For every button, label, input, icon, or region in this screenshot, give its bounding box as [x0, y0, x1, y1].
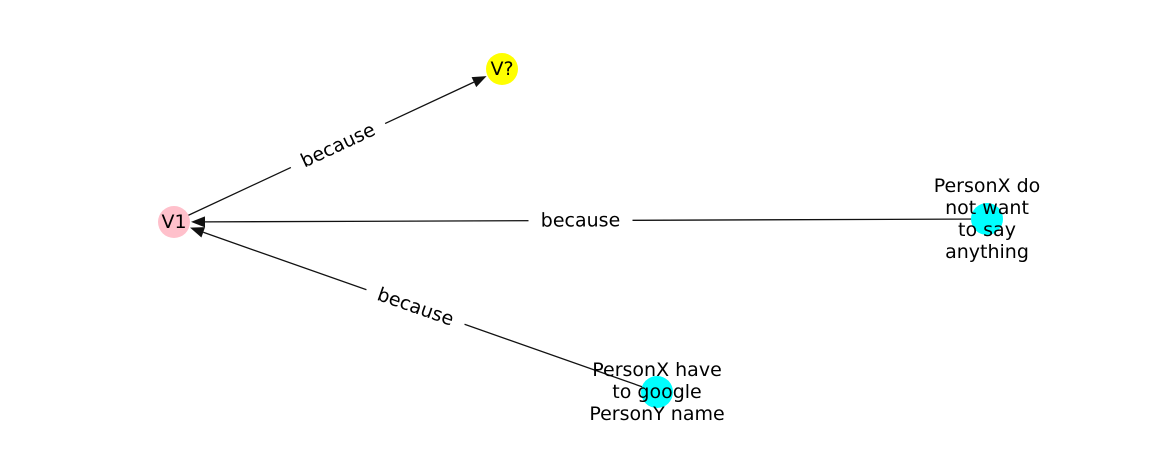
node-n_say	[971, 203, 1003, 235]
node-label-n_google: PersonX have	[592, 359, 722, 381]
arrow-head-2	[190, 216, 206, 228]
nodes-layer	[158, 53, 1003, 408]
node-v1	[158, 206, 190, 238]
node-label-v1: V1	[161, 211, 186, 233]
node-label-n_say: to say	[958, 219, 1016, 241]
edge-label-group-3: because	[362, 276, 470, 336]
edge-label: because	[541, 209, 621, 231]
edge-label: because	[374, 283, 456, 330]
edge-label-background	[528, 206, 633, 233]
arrow-head-1	[471, 76, 487, 88]
node-label-n_say: not want	[945, 197, 1029, 219]
arrow-head-3	[190, 227, 206, 238]
edge-label-background	[284, 110, 391, 179]
node-n_google	[641, 376, 673, 408]
node-label-n_google: PersonY name	[589, 403, 724, 425]
edge-label-group-1: because	[284, 110, 391, 179]
node-vq	[486, 53, 518, 85]
node-label-n_say: anything	[945, 241, 1029, 263]
node-label-vq: V?	[490, 58, 513, 80]
edge-label-group-2: because	[528, 206, 633, 233]
edges-layer	[173, 76, 988, 393]
node-label-n_say: PersonX do	[934, 175, 1041, 197]
node-label-n_google: to google	[612, 381, 701, 403]
edge-label-background	[362, 276, 470, 336]
